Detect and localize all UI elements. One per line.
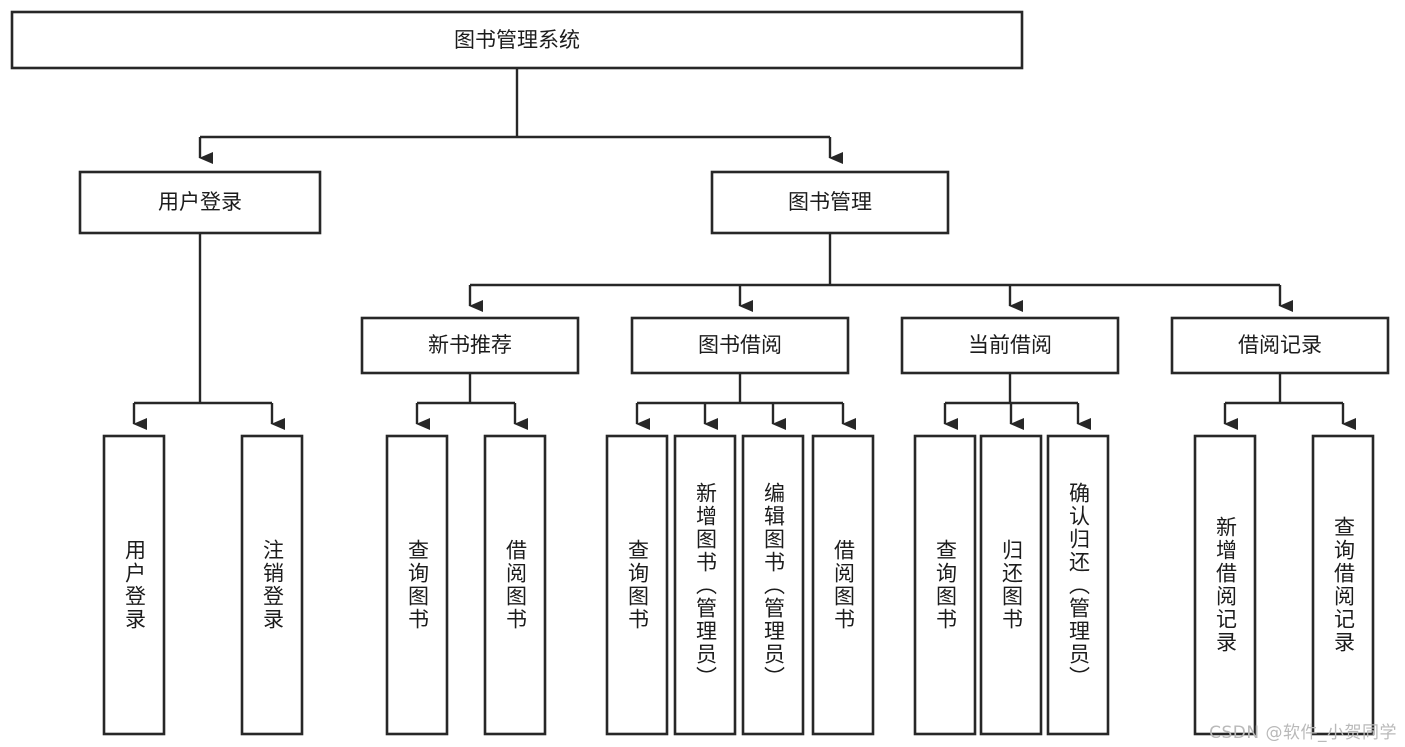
node-user-login-label: 用户登录 <box>158 190 242 214</box>
leaf-box-nb-query-book[interactable] <box>385 434 449 736</box>
leaf-box-bb-borrow-book[interactable] <box>811 434 875 736</box>
leaf-box-cb-return-book[interactable] <box>979 434 1043 736</box>
leaf-box-bb-add-book[interactable] <box>673 434 737 736</box>
node-book-management[interactable]: 图书管理 <box>710 170 950 235</box>
node-book-borrow[interactable]: 图书借阅 <box>630 316 850 375</box>
node-new-book-recommend-box[interactable] <box>360 316 580 375</box>
node-new-book-recommend[interactable]: 新书推荐 <box>360 316 580 375</box>
node-user-login-box[interactable] <box>78 170 322 235</box>
node-book-management-box[interactable] <box>710 170 950 235</box>
node-current-borrow-box[interactable] <box>900 316 1120 375</box>
edges-group <box>132 68 1356 430</box>
leaf-box-nb-borrow-book[interactable] <box>483 434 547 736</box>
leaf-box-user-login[interactable] <box>102 434 166 736</box>
node-borrow-record-label: 借阅记录 <box>1238 333 1322 357</box>
node-current-borrow-label: 当前借阅 <box>968 333 1052 357</box>
leaf-box-bb-query-book[interactable] <box>605 434 669 736</box>
node-root[interactable]: 图书管理系统 <box>10 10 1024 70</box>
leaf-box-user-logout[interactable] <box>240 434 304 736</box>
leaf-box-br-add-record[interactable] <box>1193 434 1257 736</box>
leaf-box-cb-query-book[interactable] <box>913 434 977 736</box>
nodes-group: 图书管理系统 用户登录 图书管理 新书推荐 图书借阅 当前 <box>10 10 1390 736</box>
node-current-borrow[interactable]: 当前借阅 <box>900 316 1120 375</box>
leaf-box-br-query-record[interactable] <box>1311 434 1375 736</box>
node-user-login[interactable]: 用户登录 <box>78 170 322 235</box>
leaf-box-cb-confirm-return[interactable] <box>1046 434 1110 736</box>
node-book-borrow-box[interactable] <box>630 316 850 375</box>
leaf-box-bb-edit-book[interactable] <box>741 434 805 736</box>
node-borrow-record-box[interactable] <box>1170 316 1390 375</box>
node-borrow-record[interactable]: 借阅记录 <box>1170 316 1390 375</box>
node-new-book-recommend-label: 新书推荐 <box>428 333 512 357</box>
watermark-text: CSDN @软件_小贺同学 <box>1209 723 1397 743</box>
node-root-box[interactable] <box>10 10 1024 70</box>
node-root-label: 图书管理系统 <box>454 28 580 52</box>
node-book-management-label: 图书管理 <box>788 190 872 214</box>
node-book-borrow-label: 图书借阅 <box>698 333 782 357</box>
